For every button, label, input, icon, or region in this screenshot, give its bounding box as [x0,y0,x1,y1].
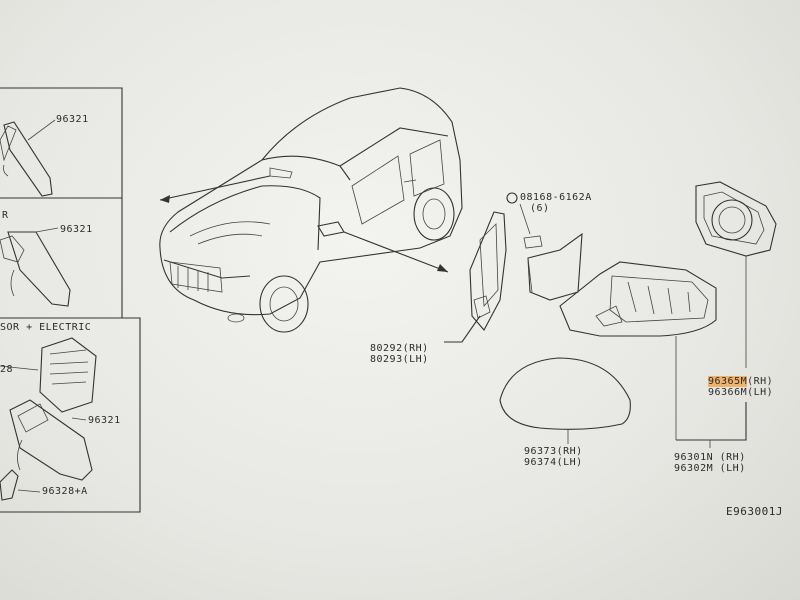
mirror-base-part [444,211,507,343]
inner-mirror-1 [0,119,56,197]
label-part-96302: 96302M (LH) [674,463,746,474]
inner-mirror-3 [0,337,97,501]
label-part-96365-side: (RH) [747,376,774,387]
label-part-96365: 96365M(RH) [708,376,773,387]
label-part-96374: 96374(LH) [524,457,583,468]
label-screw-part: 08168-6162A [520,192,592,203]
label-sensor-electric: SOR + ELECTRIC [0,322,92,333]
label-part-96301: 96301N (RH) [674,452,746,463]
label-part-96321-c: 96321 [88,415,121,426]
label-left-28: 28 [0,364,14,375]
inset-panels [0,87,141,513]
label-part-96321-b: 96321 [60,224,93,235]
mirror-cover-part [499,357,631,444]
label-part-96373: 96373(RH) [524,446,583,457]
callout-arrows [159,175,449,273]
diagram-code: E963001J [726,505,783,518]
label-part-80292: 80292(RH) [370,343,429,354]
label-part-96321-a: 96321 [56,114,89,125]
inner-mirror-2 [0,227,71,307]
assembly-bracket [676,402,747,448]
label-part-96328a: 96328+A [42,486,88,497]
mirror-glass-part [695,181,777,368]
highlighted-part-number: 96365M [708,376,748,387]
label-part-96366: 96366M(LH) [708,387,774,398]
mirror-body-part [527,232,717,440]
label-screw-qty: (6) [530,203,550,214]
label-part-80293: 80293(LH) [370,354,429,365]
vehicle-outline [159,87,463,333]
label-left-r: R [2,210,9,221]
screw-part [506,192,543,249]
